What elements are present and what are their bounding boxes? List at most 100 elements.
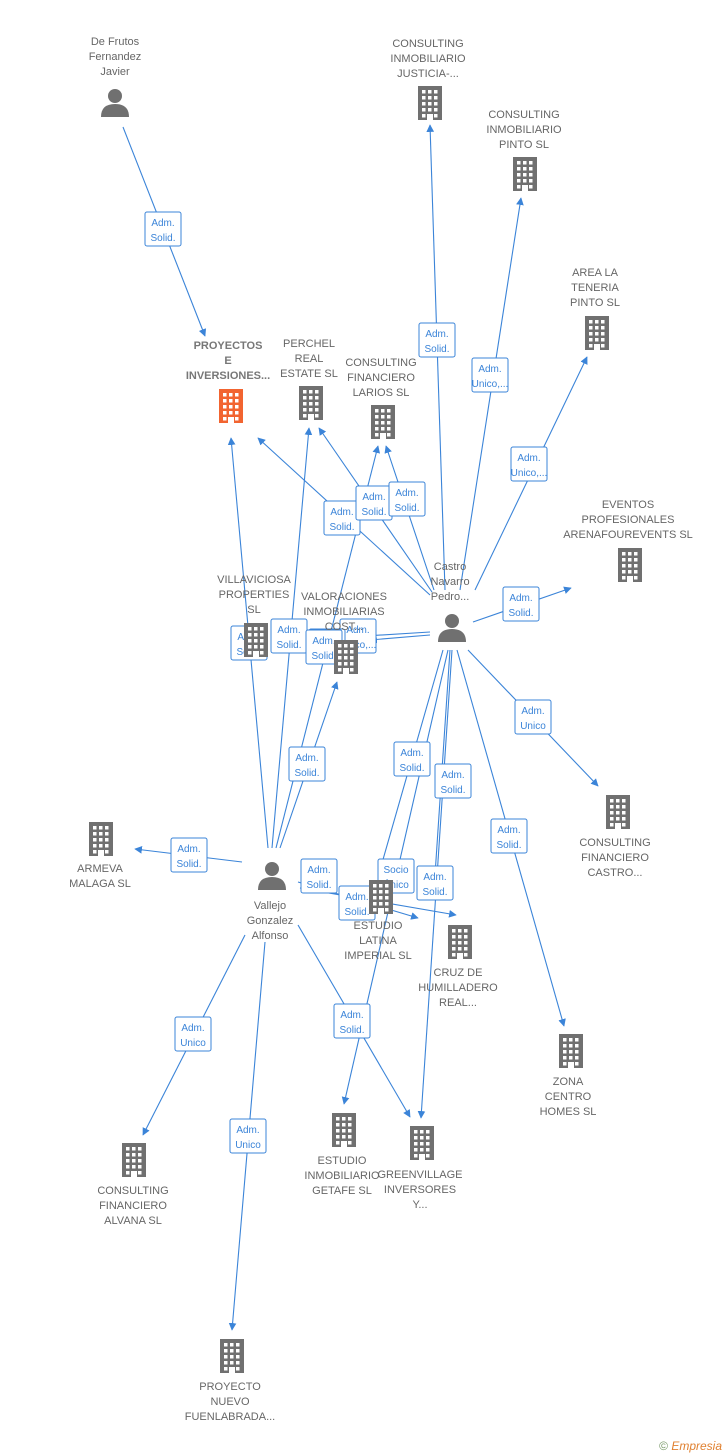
building-icon[interactable] (369, 880, 393, 914)
building-icon[interactable] (410, 1126, 434, 1160)
building-icon[interactable] (618, 548, 642, 582)
node-label-line: Vallejo (254, 900, 286, 912)
edge-label-defrutos-proyectos[interactable]: Adm.Solid. (144, 211, 182, 247)
edge-label-castro-zona[interactable]: Adm. Solid. (490, 818, 528, 854)
edge-label-text: Solid. (508, 608, 533, 619)
edge-label-castro-latina[interactable]: Adm.Solid. (393, 741, 431, 777)
edge-label-text: Adm. (330, 507, 353, 518)
node-label-castro[interactable]: CastroNavarroPedro... (430, 561, 469, 603)
node-label-line: VALORACIONES (301, 591, 387, 603)
building-icon[interactable] (606, 795, 630, 829)
edge-label-text: Adm. (340, 1010, 363, 1021)
edge-label-castro-alt[interactable]: Adm.Unico,... (510, 446, 548, 482)
node-label-line: INMOBILIARIO (486, 124, 562, 136)
edge-label-text: Adm. (400, 748, 423, 759)
node-label-cij[interactable]: CONSULTINGINMOBILIARIOJUSTICIA-... (390, 38, 466, 80)
edge-label-castro-cfc[interactable]: Adm.Unico (514, 699, 552, 735)
edge-label-text: Solid. (496, 840, 521, 851)
node-label-nuevo[interactable]: PROYECTONUEVOFUENLABRADA... (185, 1381, 275, 1423)
building-icon[interactable] (559, 1034, 583, 1068)
node-label-line: PINTO SL (499, 139, 549, 151)
edge-label-castro-greenvillage[interactable]: Adm.Solid. (416, 865, 454, 901)
edge-label-castro-eventos[interactable]: Adm. Solid. (502, 586, 540, 622)
edge-label-vallejo-nuevo[interactable]: Adm.Unico (229, 1118, 267, 1154)
building-icon[interactable] (585, 316, 609, 350)
brand-name: Empresia (671, 1439, 722, 1453)
edge-label-castro-cfl[interactable]: Adm.Solid. (388, 481, 426, 517)
building-icon[interactable] (418, 86, 442, 120)
node-label-cfc[interactable]: CONSULTINGFINANCIEROCASTRO... (579, 837, 650, 879)
building-icon[interactable] (89, 822, 113, 856)
edge-label-vallejo-greenvillage[interactable]: Adm.Solid. (338, 885, 376, 921)
node-label-proyectos[interactable]: PROYECTOSEINVERSIONES... (186, 340, 270, 382)
edge-label-text: Adm. (236, 1125, 259, 1136)
edge-label-text: Adm. (345, 892, 368, 903)
node-label-line: E (224, 355, 231, 367)
edge-label-vallejo-armeva[interactable]: Adm. Solid. (170, 837, 208, 873)
node-label-line: REAL... (439, 997, 477, 1009)
edge-label-vallejo-cfa[interactable]: Adm.Unico (174, 1016, 212, 1052)
edge-label-vallejo-proyectos[interactable]: Adm.Solid. (270, 618, 308, 654)
edge-label-text: Adm. (181, 1023, 204, 1034)
building-icon[interactable] (219, 389, 243, 423)
edge-label-castro-cruz[interactable]: Adm.Solid. (434, 763, 472, 799)
edge-label-vallejo-latina[interactable]: Adm.Solid. (300, 858, 338, 894)
node-label-greenvillage[interactable]: GREENVILLAGEINVERSORESY... (378, 1169, 463, 1211)
node-label-line: INMOBILIARIAS (303, 606, 384, 618)
edge-label-text: Solid. (176, 859, 201, 870)
node-label-line: Castro (434, 561, 466, 573)
edge-label-castro-cij[interactable]: Adm.Solid. (418, 322, 456, 358)
node-label-cruz[interactable]: CRUZ DEHUMILLADEROREAL... (418, 967, 498, 1009)
building-icon[interactable] (122, 1143, 146, 1177)
node-label-line: JUSTICIA-... (397, 68, 459, 80)
building-icon[interactable] (220, 1339, 244, 1373)
node-label-line: ESTUDIO (318, 1155, 367, 1167)
person-icon[interactable] (258, 862, 286, 890)
building-icon[interactable] (332, 1113, 356, 1147)
node-label-line: COST... (325, 621, 364, 633)
edge-label-vallejo-cfl[interactable]: Adm.Solid. (288, 746, 326, 782)
node-label-line: PROYECTO (199, 1381, 261, 1393)
edge-label-text: Solid. (339, 1025, 364, 1036)
building-icon[interactable] (448, 925, 472, 959)
node-label-line: PROYECTOS (194, 340, 263, 352)
node-label-line: CRUZ DE (434, 967, 483, 979)
person-icon[interactable] (101, 89, 129, 117)
building-icon[interactable] (244, 623, 268, 657)
edge-label-castro-perchel[interactable]: Adm.Solid. (355, 485, 393, 521)
node-label-line: FINANCIERO (347, 372, 415, 384)
edge-label-text: Adm. (441, 770, 464, 781)
node-label-valoraciones[interactable]: VALORACIONES INMOBILIARIAS COST... (301, 591, 387, 633)
node-label-line: PROFESIONALES (582, 514, 675, 526)
node-label-line: TENERIA (571, 282, 619, 294)
node-label-line: ALVANA SL (104, 1215, 162, 1227)
building-icon[interactable] (371, 405, 395, 439)
person-icon[interactable] (438, 614, 466, 642)
edge-label-text: Adm. (177, 844, 200, 855)
node-label-line: FINANCIERO (581, 852, 649, 864)
building-icon[interactable] (513, 157, 537, 191)
node-label-line: FUENLABRADA... (185, 1411, 275, 1423)
edge-label-text: Adm. (509, 593, 532, 604)
edge-label-text: Adm. (497, 825, 520, 836)
edge-label-castro-eig[interactable]: Adm. Solid. (333, 1003, 371, 1039)
edge-label-castro-cip[interactable]: Adm.Unico,... (471, 357, 509, 393)
node-label-line: REAL (295, 353, 324, 365)
edge-label-text: Solid. (422, 887, 447, 898)
building-icon[interactable] (299, 386, 323, 420)
edge-label-castro-proyectos[interactable]: Adm.Solid. (323, 500, 361, 536)
building-icon[interactable] (334, 640, 358, 674)
